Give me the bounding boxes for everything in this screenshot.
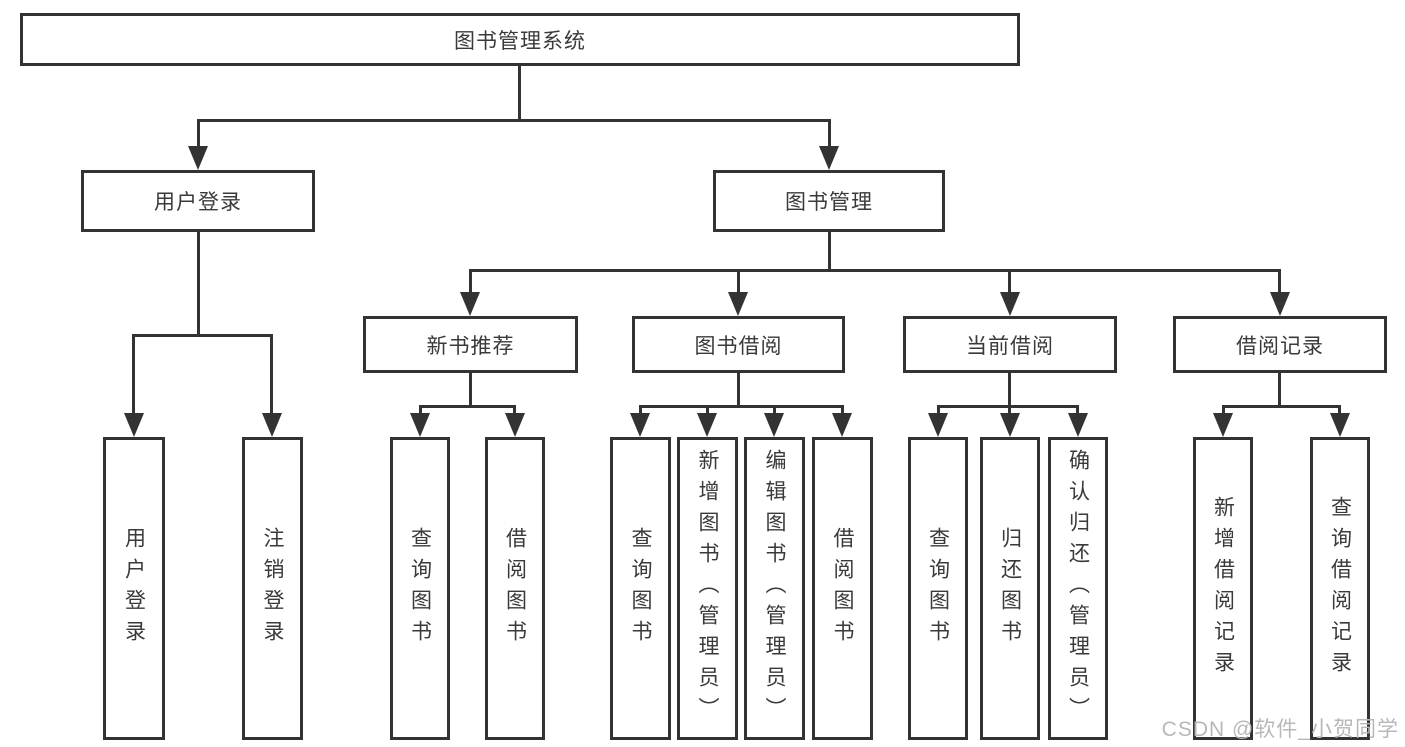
leaf-query-books-3-label: 查询图书 xyxy=(926,526,950,651)
node-current-borrow: 当前借阅 xyxy=(903,316,1117,373)
edge-bookmgmt-stem-1 xyxy=(469,269,472,293)
node-borrow-records: 借阅记录 xyxy=(1173,316,1387,373)
leaf-return-books-label: 归还图书 xyxy=(998,526,1022,651)
leaf-query-books-2-label: 查询图书 xyxy=(629,526,652,651)
leaf-user-login: 用户登录 xyxy=(103,437,165,740)
leaf-logout-label: 注销登录 xyxy=(261,526,284,651)
arrowhead-leaf-add-borrow-record xyxy=(1213,413,1233,437)
arrowhead-new-book-recommend xyxy=(460,292,480,316)
leaf-query-borrow-record-label: 查询借阅记录 xyxy=(1328,495,1352,682)
node-borrow-records-label: 借阅记录 xyxy=(1236,334,1324,358)
edge-userlogin-stem-1 xyxy=(132,334,135,414)
edge-bookmgmt-stem-3 xyxy=(1008,269,1011,293)
edge-borrow-stem-3 xyxy=(773,405,776,415)
edge-borrow-stem-4 xyxy=(841,405,844,415)
edge-userlogin-stem-2 xyxy=(270,334,273,414)
node-user-login-label: 用户登录 xyxy=(154,191,242,214)
edge-records-stem-2 xyxy=(1338,405,1341,415)
edge-borrow-trunk xyxy=(737,373,740,407)
edge-current-stem-1 xyxy=(937,405,940,415)
leaf-query-books-1-label: 查询图书 xyxy=(408,526,432,651)
leaf-query-borrow-record: 查询借阅记录 xyxy=(1310,437,1370,740)
arrowhead-leaf-confirm-return xyxy=(1068,413,1088,437)
leaf-add-borrow-record-label: 新增借阅记录 xyxy=(1211,495,1235,682)
leaf-logout: 注销登录 xyxy=(242,437,303,740)
arrowhead-current-borrow xyxy=(1000,292,1020,316)
node-book-management-label: 图书管理 xyxy=(785,191,873,214)
arrowhead-leaf-edit-book-admin xyxy=(764,413,784,437)
edge-records-stem-1 xyxy=(1222,405,1225,415)
leaf-add-borrow-record: 新增借阅记录 xyxy=(1193,437,1253,740)
arrowhead-borrow-records xyxy=(1270,292,1290,316)
node-root: 图书管理系统 xyxy=(20,13,1020,66)
node-new-book-recommend: 新书推荐 xyxy=(363,316,578,373)
leaf-borrow-books-2-label: 借阅图书 xyxy=(831,526,854,651)
edge-bookmgmt-trunk xyxy=(828,232,831,271)
edge-root-hbar xyxy=(197,119,831,122)
node-user-login: 用户登录 xyxy=(81,170,315,232)
arrowhead-book-borrow xyxy=(728,292,748,316)
leaf-user-login-label: 用户登录 xyxy=(122,526,146,651)
leaf-confirm-return-admin: 确认归还（管理员） xyxy=(1048,437,1108,740)
node-book-management: 图书管理 xyxy=(713,170,945,232)
node-new-book-recommend-label: 新书推荐 xyxy=(426,334,515,358)
leaf-query-books-3: 查询图书 xyxy=(908,437,968,740)
edge-borrow-stem-1 xyxy=(639,405,642,415)
arrowhead-leaf-borrow-books-1 xyxy=(505,413,525,437)
leaf-query-books-1: 查询图书 xyxy=(390,437,450,740)
arrowhead-leaf-query-books-3 xyxy=(928,413,948,437)
leaf-return-books: 归还图书 xyxy=(980,437,1040,740)
edge-current-stem-3 xyxy=(1076,405,1079,415)
edge-bookmgmt-hbar xyxy=(469,269,1281,272)
arrowhead-leaf-return-books xyxy=(1000,413,1020,437)
node-book-borrow: 图书借阅 xyxy=(632,316,845,373)
edge-recommend-stem-1 xyxy=(419,405,422,415)
edge-root-stem-right xyxy=(828,119,831,148)
node-current-borrow-label: 当前借阅 xyxy=(966,334,1054,358)
arrowhead-leaf-user-login xyxy=(124,413,144,437)
leaf-borrow-books-1-label: 借阅图书 xyxy=(503,526,527,651)
edge-root-stem-left xyxy=(197,119,200,148)
arrowhead-leaf-borrow-books-2 xyxy=(832,413,852,437)
arrowhead-leaf-add-book-admin xyxy=(697,413,717,437)
edge-bookmgmt-stem-2 xyxy=(737,269,740,293)
edge-borrow-hbar xyxy=(639,405,844,408)
edge-borrow-stem-2 xyxy=(706,405,709,415)
arrowhead-leaf-query-books-1 xyxy=(410,413,430,437)
arrowhead-leaf-query-borrow-record xyxy=(1330,413,1350,437)
leaf-edit-book-admin-label: 编辑图书（管理员） xyxy=(763,449,786,728)
leaf-borrow-books-1: 借阅图书 xyxy=(485,437,545,740)
edge-records-trunk xyxy=(1278,373,1281,407)
arrowhead-leaf-logout xyxy=(262,413,282,437)
edge-userlogin-trunk xyxy=(197,232,200,336)
edge-recommend-stem-2 xyxy=(513,405,516,415)
node-root-label: 图书管理系统 xyxy=(454,29,586,53)
edge-recommend-trunk xyxy=(469,373,472,407)
node-book-borrow-label: 图书借阅 xyxy=(694,334,783,358)
watermark: CSDN @软件_小贺同学 xyxy=(1161,718,1399,741)
edge-root-trunk xyxy=(518,66,521,119)
leaf-edit-book-admin: 编辑图书（管理员） xyxy=(744,437,805,740)
leaf-query-books-2: 查询图书 xyxy=(610,437,671,740)
leaf-confirm-return-admin-label: 确认归还（管理员） xyxy=(1066,449,1090,728)
leaf-borrow-books-2: 借阅图书 xyxy=(812,437,873,740)
arrowhead-leaf-query-books-2 xyxy=(630,413,650,437)
arrowhead-user-login xyxy=(188,146,208,170)
edge-recommend-hbar xyxy=(419,405,516,408)
edge-current-trunk xyxy=(1008,373,1011,407)
leaf-add-book-admin-label: 新增图书（管理员） xyxy=(696,449,719,728)
edge-userlogin-hbar xyxy=(132,334,273,337)
edge-current-stem-2 xyxy=(1008,405,1011,415)
leaf-add-book-admin: 新增图书（管理员） xyxy=(677,437,738,740)
edge-records-hbar xyxy=(1222,405,1341,408)
arrowhead-book-management xyxy=(819,146,839,170)
edge-bookmgmt-stem-4 xyxy=(1278,269,1281,293)
